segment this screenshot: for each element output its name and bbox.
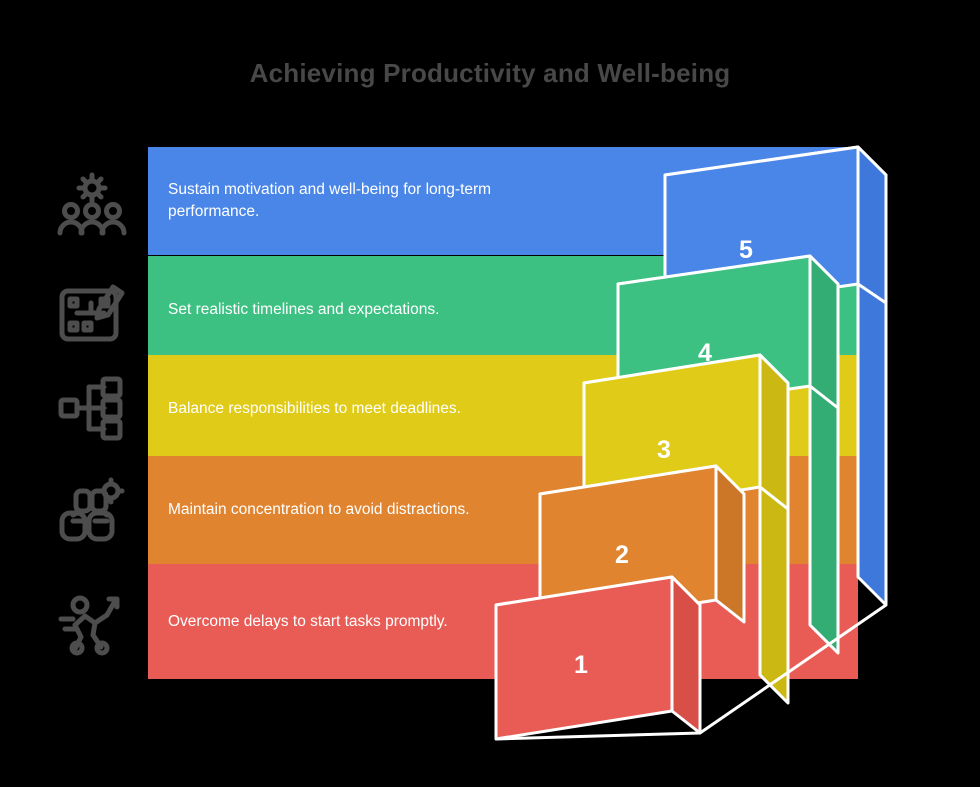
icon-level-3 (44, 360, 140, 456)
running-person-icon (58, 595, 120, 656)
step-5-side-face (856, 145, 888, 305)
band-label-level-4: Set realistic timelines and expectations… (168, 301, 440, 318)
band-level-1: Overcome delays to start tasks promptly. (148, 564, 858, 679)
workflow-branch-icon (58, 376, 123, 441)
icon-level-1 (44, 574, 140, 670)
band-level-4: Set realistic timelines and expectations… (148, 256, 858, 364)
depth-face-level-5 (856, 145, 888, 607)
band-label-level-2: Maintain concentration to avoid distract… (168, 501, 470, 518)
page-title: Achieving Productivity and Well-being (249, 58, 731, 88)
icon-level-5 (44, 160, 140, 256)
band-level-2: Maintain concentration to avoid distract… (148, 456, 858, 564)
icon-level-2 (44, 466, 140, 562)
band-level-5: Sustain motivation and well-being for lo… (148, 147, 858, 255)
band-label-level-1: Overcome delays to start tasks promptly. (168, 612, 448, 630)
team-wellbeing-icon (57, 172, 127, 236)
band-label-level-5: Sustain motivation and well-being for lo… (168, 181, 492, 220)
band-level-3: Balance responsibilities to meet deadlin… (148, 355, 858, 463)
band-label-level-3: Balance responsibilities to meet deadlin… (168, 400, 461, 417)
icon-level-4 (44, 264, 140, 360)
focus-binoculars-icon (59, 477, 125, 542)
planning-clipboard-icon (59, 284, 125, 342)
